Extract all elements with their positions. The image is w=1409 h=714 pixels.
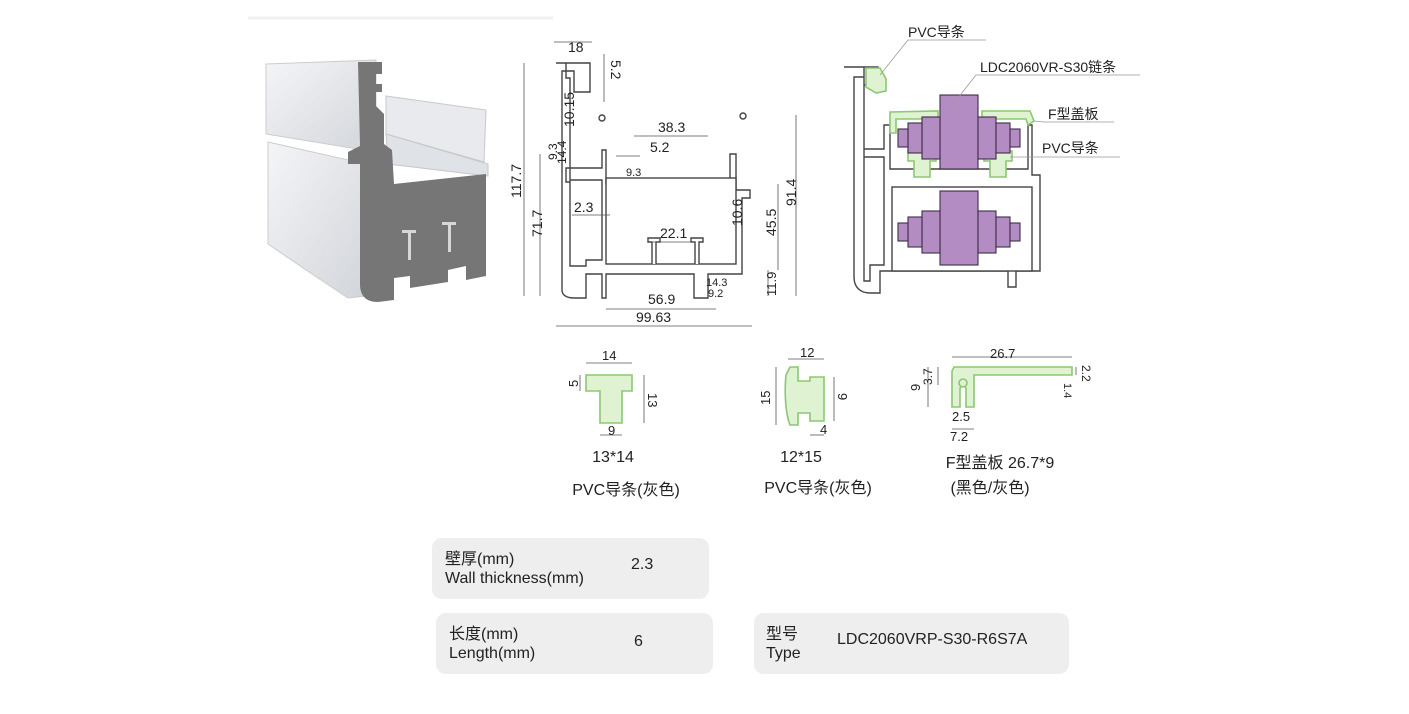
part3-name: (黑色/灰色) <box>950 480 1030 497</box>
part3-dim-left-inner: 3.7 <box>921 368 935 385</box>
label-f-cover: F型盖板 <box>1048 106 1099 122</box>
dim-left-mid-height: 71.7 <box>529 210 545 237</box>
part2-dim-top: 12 <box>800 345 814 360</box>
spec-wall-thickness-label-cn: 壁厚(mm) <box>445 551 515 568</box>
label-pvc-top: PVC导条 <box>908 24 965 40</box>
dim-right-lip: 10.6 <box>729 199 745 226</box>
dim-top-slot-height: 5.2 <box>608 60 624 80</box>
part3-dim-bottom: 7.2 <box>950 429 968 444</box>
spec-type-label-cn: 型号 <box>766 626 799 643</box>
part1-name: PVC导条(灰色) <box>572 482 680 499</box>
spec-card-length: 长度(mm) Length(mm) 6 <box>436 613 713 674</box>
dim-top-span: 38.3 <box>658 119 685 135</box>
spec-type-value: LDC2060VRP-S30-R6S7A <box>837 631 1028 648</box>
dim-groove-offset: 5.2 <box>650 139 670 155</box>
assembly-drawing: PVC导条 LDC2060VR-S30链条 F型盖板 PVC导条 <box>830 15 1150 315</box>
part-pvc-guide-12x15: 12 15 9 4 <box>758 345 868 440</box>
dim-left-notch-a: 9.3 <box>546 143 560 160</box>
part2-dim-left: 15 <box>758 391 773 405</box>
dim-wall: 2.3 <box>574 199 594 215</box>
label-pvc-side: PVC导条 <box>1042 140 1099 156</box>
chain-upper <box>897 94 1021 170</box>
part3-size: F型盖板 26.7*9 <box>945 455 1055 472</box>
part3-dim-right-inner: 1.4 <box>1061 383 1073 398</box>
chain-lower <box>897 190 1021 266</box>
dim-total-width: 99.63 <box>636 309 671 325</box>
dim-right-inner-height: 45.5 <box>763 209 779 236</box>
dim-left-notch-b: 14.4 <box>555 140 569 164</box>
dim-bottom-span: 56.9 <box>648 291 675 307</box>
spec-length-value: 6 <box>634 633 643 650</box>
part1-dim-top: 14 <box>602 348 616 363</box>
profile-3d-render <box>248 14 553 314</box>
part1-dim-left: 5 <box>566 380 581 387</box>
spec-wall-thickness-label-en: Wall thickness(mm) <box>445 570 584 587</box>
dim-bottom-foot-a: 14.3 <box>706 277 727 289</box>
label-chain: LDC2060VR-S30链条 <box>980 59 1116 75</box>
dim-slot-depth: 10.15 <box>561 92 577 127</box>
part3-dim-slot: 2.5 <box>952 409 970 424</box>
spec-length-label-en: Length(mm) <box>449 645 536 662</box>
part1-size: 13*14 <box>592 449 634 466</box>
spec-card-type: 型号 Type LDC2060VRP-S30-R6S7A <box>754 613 1069 674</box>
dim-groove-width: 9.3 <box>626 167 641 179</box>
part3-dim-right-outer: 2.2 <box>1079 365 1093 382</box>
dim-left-total-height: 117.7 <box>510 164 524 198</box>
profile-dimension-drawing: 18 5.2 10.15 117.7 71.7 9.3 14.4 38.3 5.… <box>508 30 810 340</box>
part1-dim-bottom: 9 <box>608 423 615 438</box>
part2-size: 12*15 <box>780 449 822 466</box>
part2-dim-right: 9 <box>835 393 850 400</box>
spec-length-label-cn: 长度(mm) <box>449 626 519 643</box>
part2-name: PVC导条(灰色) <box>764 480 872 497</box>
dim-top-width: 18 <box>568 39 584 55</box>
spec-wall-thickness-value: 2.3 <box>631 556 654 573</box>
dim-right-total-height: 91.4 <box>783 179 799 206</box>
dim-inner-rail-span: 22.1 <box>660 225 687 241</box>
part3-dim-top: 26.7 <box>990 346 1015 361</box>
dim-bottom-foot-b: 9.2 <box>708 288 723 300</box>
part-f-cover: 26.7 9 3.7 2.2 1.4 2.5 7.2 <box>900 345 1100 445</box>
part1-dim-right: 13 <box>645 393 660 407</box>
part-pvc-guide-13x14: 14 5 13 9 <box>560 345 670 440</box>
part2-dim-bottom: 4 <box>820 422 827 437</box>
spec-card-wall-thickness: 壁厚(mm) Wall thickness(mm) 2.3 <box>432 538 709 599</box>
part3-dim-left-outer: 9 <box>908 384 923 391</box>
spec-type-label-en: Type <box>766 645 801 662</box>
dim-bottom-right-height: 11.9 <box>764 272 779 296</box>
